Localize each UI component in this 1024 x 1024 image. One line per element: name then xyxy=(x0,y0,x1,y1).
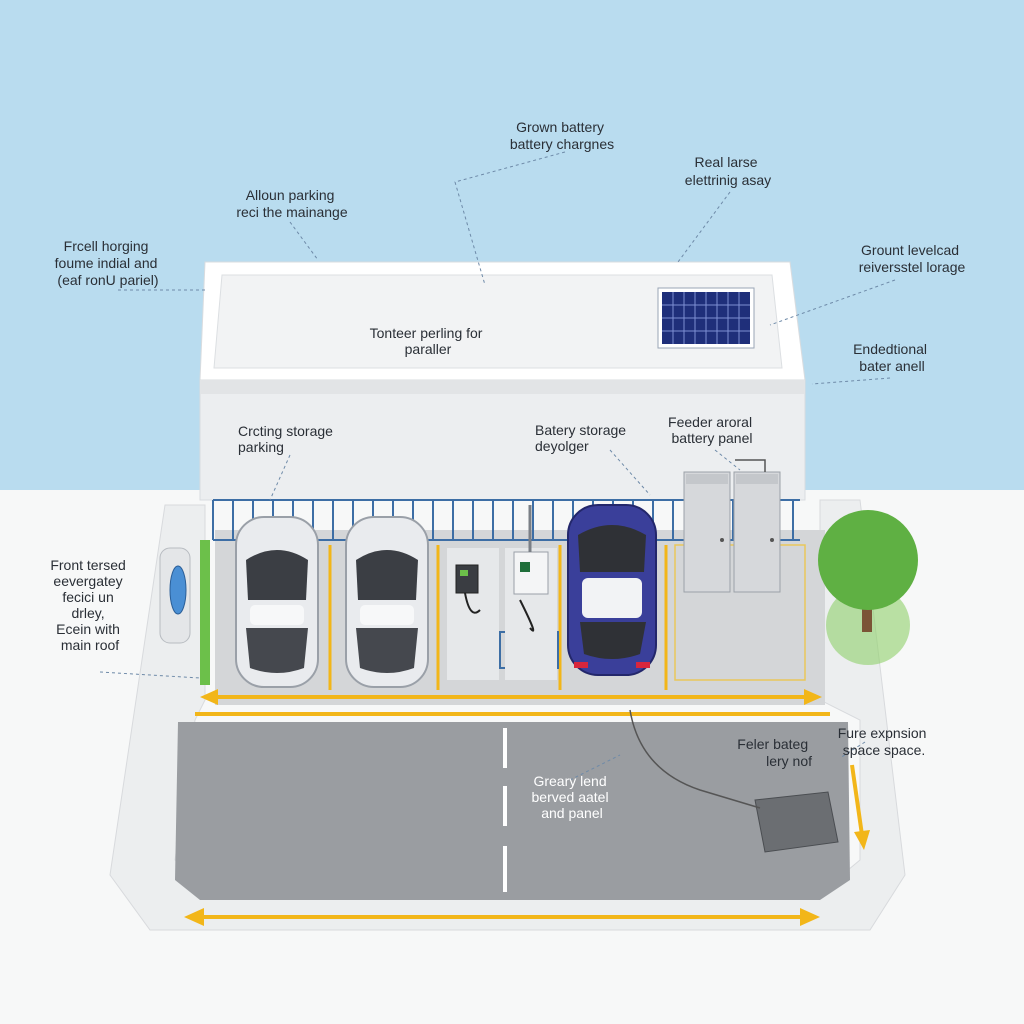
label-top-right: Real larse elettrinig asay xyxy=(685,154,771,188)
car-blue xyxy=(567,504,657,676)
ground-storage-box xyxy=(629,709,839,853)
label-left-lower: Front tersed eevergatey fecici un drley,… xyxy=(50,557,129,653)
tree-icon xyxy=(818,510,918,665)
label-top-left-mid: Alloun parking reci the mainange xyxy=(236,187,348,220)
kiosk-icon xyxy=(159,547,191,644)
label-roof-center: Tonteer perling for paraller xyxy=(370,325,487,357)
label-top-center: Grown battery battery chargnes xyxy=(510,119,614,152)
label-wall-right: Feeder aroral battery panel xyxy=(668,414,756,446)
label-left-upper: Frcell horging foume indial and (eaf ron… xyxy=(55,238,162,288)
parking-stall-lines xyxy=(328,545,668,690)
label-wall-left: Crcting storage parking xyxy=(238,423,337,455)
label-right-lower: Fure expnsion space space. xyxy=(838,725,931,758)
solar-panel-icon xyxy=(657,287,755,349)
label-right-upper: Grount levelcad reiversstel lorage xyxy=(859,242,966,275)
car-white-1 xyxy=(235,516,319,688)
battery-cabinet-icon xyxy=(683,459,781,593)
lot-arrow xyxy=(200,689,822,705)
label-right-mid: Endedtional bater anell xyxy=(853,341,931,374)
leader-lines xyxy=(99,151,896,781)
car-white-2 xyxy=(345,516,429,688)
green-curb-marker xyxy=(200,540,210,685)
building xyxy=(199,261,806,501)
label-road-center: Greary lend berved aatel and panel xyxy=(532,773,613,821)
road xyxy=(175,722,850,900)
road-arrow xyxy=(184,908,820,926)
ev-charger-icon xyxy=(447,548,499,680)
label-wall-center: Batery storage deyolger xyxy=(535,422,630,454)
down-arrow xyxy=(850,764,870,850)
ev-charger-icon-2 xyxy=(505,505,557,680)
label-road-right: Feler bateg lery nof xyxy=(737,736,812,769)
